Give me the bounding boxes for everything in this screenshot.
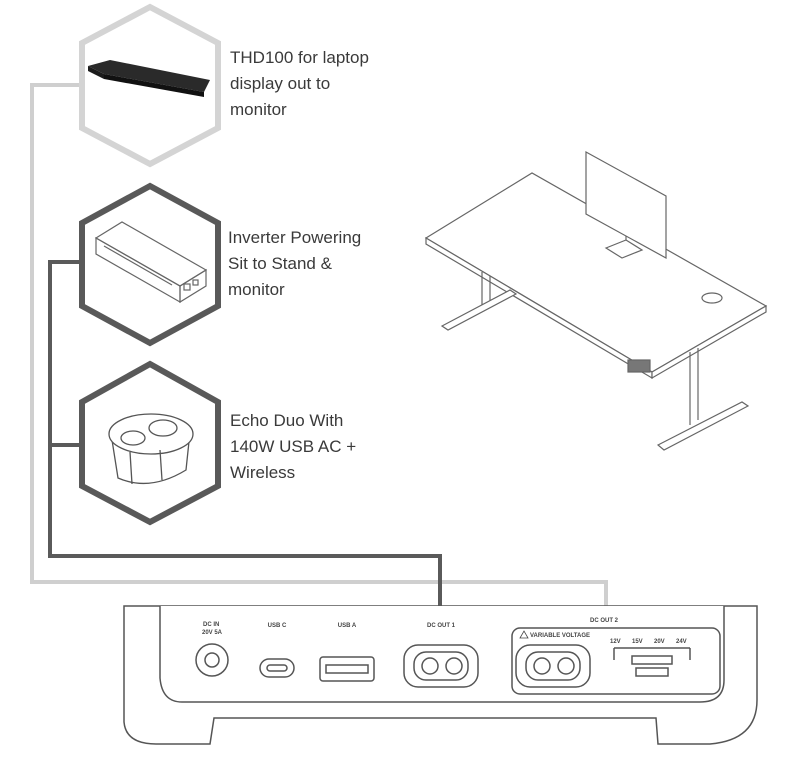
standing-desk-illustration: [424, 150, 768, 451]
dc-out-1-label: DC OUT 1: [427, 623, 456, 629]
voltage-option-label: 24V: [676, 639, 687, 645]
usb-a-label: USB A: [338, 623, 357, 629]
light-connector-line: [30, 83, 608, 606]
callout-inverter-text: Inverter Powering Sit to Stand & monitor: [228, 228, 362, 299]
hexagon-frame-inverter: [79, 182, 221, 347]
voltage-option-label: 12V: [610, 639, 621, 645]
dc-in-label-line2: 20V 5A: [202, 630, 223, 636]
thd100-dock-icon: [88, 60, 210, 97]
callout-echo-duo-text: Echo Duo With 140W USB AC + Wireless: [230, 411, 357, 482]
dc-in-label: DC IN 20V 5A: [202, 622, 223, 636]
voltage-labels: 12V 15V 20V 24V: [610, 639, 687, 645]
dc-out-2-label: DC OUT 2: [590, 618, 619, 624]
callout-thd100-text: THD100 for laptop display out to monitor: [230, 48, 369, 119]
voltage-option-label: 15V: [632, 639, 643, 645]
power-station-panel: [123, 605, 758, 745]
dc-in-label-line1: DC IN: [203, 622, 219, 628]
inverter-icon: [94, 221, 208, 304]
echo-duo-icon: [108, 413, 194, 485]
usb-c-label: USB C: [268, 623, 287, 629]
variable-voltage-label: VARIABLE VOLTAGE: [530, 633, 590, 639]
dark-connector-line: [48, 260, 442, 606]
warning-icon: [519, 630, 529, 639]
voltage-option-label: 20V: [654, 639, 665, 645]
